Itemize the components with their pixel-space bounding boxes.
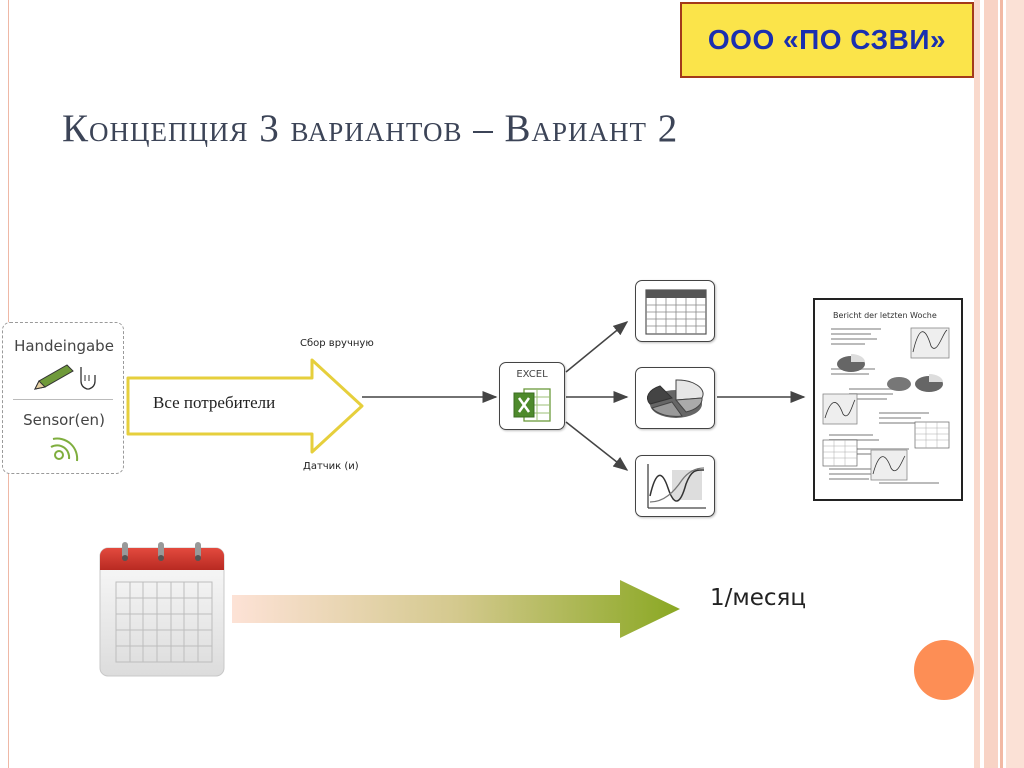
panel-divider: [13, 399, 113, 400]
excel-label: EXCEL: [516, 369, 548, 380]
pie-chart-icon: [646, 379, 704, 418]
monthly-timeline-arrow: [232, 580, 680, 638]
pencil-hand-icon: [34, 364, 96, 390]
weekly-report-document: Bericht der letzten Woche: [813, 298, 963, 501]
excel-icon: [513, 388, 551, 422]
excel-node: EXCEL: [499, 362, 565, 430]
sensor-collection-label: Датчик (и): [303, 461, 359, 472]
consumers-arrow: [126, 358, 364, 454]
right-border-stripes: [974, 0, 1024, 768]
consumers-label: Все потребители: [153, 393, 276, 412]
manual-collection-label: Сбор вручную: [300, 338, 374, 349]
input-methods-panel: Handeingabe Sensor(en): [2, 322, 124, 474]
calendar-icon: [99, 542, 225, 677]
signal-waves-icon: [50, 437, 79, 462]
company-name: ООО «ПО СЗВИ»: [707, 24, 947, 55]
manual-input-label: Handeingabe: [14, 337, 114, 355]
table-output-node: [635, 280, 715, 342]
slide-title: Концепция 3 вариантов – Вариант 2: [62, 107, 679, 150]
line-chart-icon: [647, 464, 706, 509]
line-output-node: [635, 455, 715, 517]
report-title: Bericht der letzten Woche: [833, 311, 937, 320]
sensor-input-label: Sensor(en): [23, 411, 105, 429]
table-icon: [645, 289, 707, 335]
pie-output-node: [635, 367, 715, 429]
accent-circle: [914, 640, 974, 700]
report-content-collage: [822, 327, 950, 484]
frequency-label: 1/месяц: [710, 585, 807, 611]
company-badge: ООО «ПО СЗВИ»: [680, 2, 974, 78]
